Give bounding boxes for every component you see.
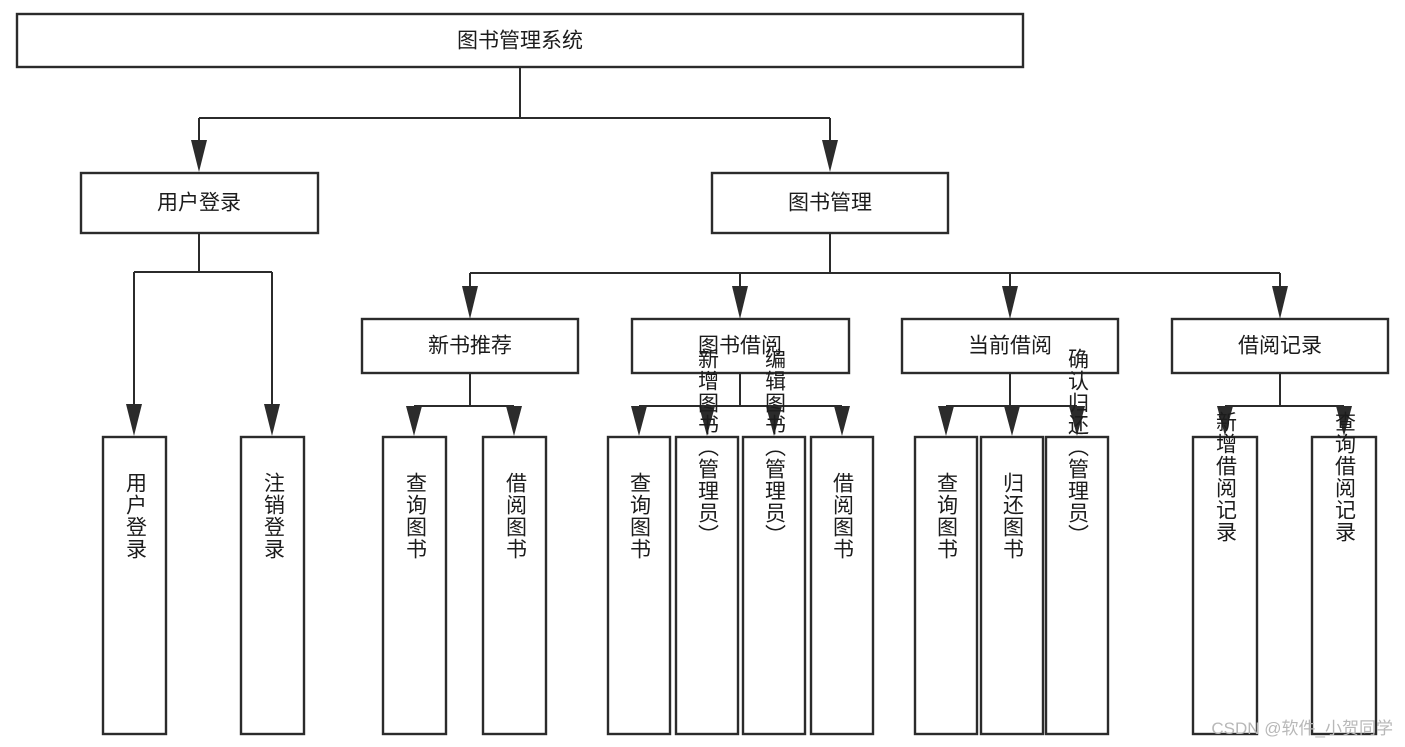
arrowhead-leaf-add-book — [699, 406, 715, 436]
node-leaf-add-borrow-record-label: 新增借阅记录 — [1214, 411, 1238, 543]
node-leaf-query-book-2[interactable]: 查询图书 — [606, 435, 672, 736]
arrowhead-current-borrow — [1002, 286, 1018, 319]
node-leaf-edit-book-box[interactable] — [741, 435, 807, 736]
connector-group-new-book-recommend — [406, 373, 522, 436]
node-borrow-record-box[interactable] — [1170, 317, 1390, 375]
arrowhead-borrow-record — [1272, 286, 1288, 319]
arrowhead-user-login — [191, 140, 207, 172]
node-leaf-return-book[interactable]: 归还图书 — [979, 435, 1045, 736]
node-leaf-user-login-label: 用户登录 — [124, 472, 148, 560]
node-leaf-query-book-2-box[interactable] — [606, 435, 672, 736]
node-leaf-edit-book[interactable]: 编辑图书（管理员） — [741, 348, 807, 736]
arrowhead-leaf-add-borrow-record — [1217, 406, 1233, 436]
connector-group-root — [191, 67, 838, 172]
node-leaf-query-borrow-record[interactable]: 查询借阅记录 — [1310, 411, 1378, 736]
arrowhead-leaf-query-book-2 — [631, 406, 647, 436]
arrowhead-leaf-user-login — [126, 404, 142, 436]
node-leaf-borrow-book-2-label: 借阅图书 — [831, 472, 855, 560]
node-book-borrow-label: 图书借阅 — [698, 335, 782, 358]
node-user-login-label: 用户登录 — [157, 192, 241, 215]
node-leaf-add-book-label: 新增图书（管理员） — [696, 348, 720, 546]
node-leaf-query-book-3[interactable]: 查询图书 — [913, 435, 979, 736]
node-book-management[interactable]: 图书管理 — [710, 171, 950, 235]
node-current-borrow-box[interactable] — [900, 317, 1120, 375]
node-leaf-edit-book-label: 编辑图书（管理员） — [763, 348, 787, 546]
node-leaf-query-book-1-box[interactable] — [381, 435, 448, 736]
node-leaf-return-book-box[interactable] — [979, 435, 1045, 736]
connector-group-user-login — [126, 233, 280, 436]
node-root-label: 图书管理系统 — [457, 30, 583, 53]
node-root[interactable]: 图书管理系统 — [15, 12, 1025, 69]
arrowhead-leaf-query-book-3 — [938, 406, 954, 436]
node-borrow-record-label: 借阅记录 — [1238, 335, 1322, 358]
node-new-book-recommend-label: 新书推荐 — [428, 335, 512, 358]
node-borrow-record[interactable]: 借阅记录 — [1170, 317, 1390, 375]
arrowhead-leaf-borrow-book-1 — [506, 406, 522, 436]
node-leaf-query-book-2-label: 查询图书 — [628, 472, 652, 560]
node-current-borrow-label: 当前借阅 — [968, 335, 1052, 358]
node-book-borrow[interactable]: 图书借阅 — [630, 317, 851, 375]
node-leaf-confirm-return[interactable]: 确认归还（管理员） — [1044, 348, 1110, 736]
node-leaf-borrow-book-2-box[interactable] — [809, 435, 875, 736]
node-current-borrow[interactable]: 当前借阅 — [900, 317, 1120, 375]
node-new-book-recommend-box[interactable] — [360, 317, 580, 375]
node-user-login-box[interactable] — [79, 171, 320, 235]
arrowhead-book-borrow — [732, 286, 748, 319]
node-leaf-borrow-book-2[interactable]: 借阅图书 — [809, 435, 875, 736]
node-leaf-query-book-3-label: 查询图书 — [935, 472, 959, 560]
node-leaf-query-borrow-record-box[interactable] — [1310, 435, 1378, 736]
node-leaf-return-book-label: 归还图书 — [1001, 472, 1025, 560]
node-leaf-query-book-1-label: 查询图书 — [404, 472, 428, 560]
connector-group-book-borrow — [631, 373, 850, 436]
node-leaf-confirm-return-label: 确认归还（管理员） — [1066, 348, 1090, 546]
node-leaf-logout-login-label: 注销登录 — [262, 472, 286, 560]
node-leaf-add-book-box[interactable] — [674, 435, 740, 736]
arrowhead-leaf-confirm-return — [1069, 406, 1085, 436]
arrowhead-leaf-logout-login — [264, 404, 280, 436]
arrowhead-leaf-return-book — [1004, 406, 1020, 436]
node-user-login[interactable]: 用户登录 — [79, 171, 320, 235]
node-leaf-query-borrow-record-label: 查询借阅记录 — [1333, 411, 1357, 543]
node-leaf-user-login-box[interactable] — [101, 435, 168, 736]
connector-group-borrow-record — [1217, 373, 1352, 436]
node-leaf-add-borrow-record[interactable]: 新增借阅记录 — [1191, 411, 1259, 736]
node-new-book-recommend[interactable]: 新书推荐 — [360, 317, 580, 375]
node-book-borrow-box[interactable] — [630, 317, 851, 375]
node-book-management-box[interactable] — [710, 171, 950, 235]
arrowhead-leaf-borrow-book-2 — [834, 406, 850, 436]
arrowhead-book-management — [822, 140, 838, 172]
node-leaf-logout-login-box[interactable] — [239, 435, 306, 736]
connector-group-book-management — [462, 233, 1288, 319]
node-leaf-add-borrow-record-box[interactable] — [1191, 435, 1259, 736]
node-root-box[interactable] — [15, 12, 1025, 69]
arrowhead-leaf-query-book-1 — [406, 406, 422, 436]
node-leaf-add-book[interactable]: 新增图书（管理员） — [674, 348, 740, 736]
node-leaf-user-login[interactable]: 用户登录 — [101, 435, 168, 736]
node-leaf-borrow-book-1[interactable]: 借阅图书 — [481, 435, 548, 736]
node-leaf-borrow-book-1-box[interactable] — [481, 435, 548, 736]
node-book-management-label: 图书管理 — [788, 192, 872, 215]
arrowhead-leaf-query-borrow-record — [1336, 406, 1352, 436]
node-leaf-query-book-3-box[interactable] — [913, 435, 979, 736]
arrowhead-new-book-recommend — [462, 286, 478, 319]
node-leaf-query-book-1[interactable]: 查询图书 — [381, 435, 448, 736]
node-leaf-logout-login[interactable]: 注销登录 — [239, 435, 306, 736]
node-leaf-confirm-return-box[interactable] — [1044, 435, 1110, 736]
connector-group-current-borrow — [938, 373, 1085, 436]
arrowhead-leaf-edit-book — [766, 406, 782, 436]
node-leaf-borrow-book-1-label: 借阅图书 — [504, 472, 528, 560]
